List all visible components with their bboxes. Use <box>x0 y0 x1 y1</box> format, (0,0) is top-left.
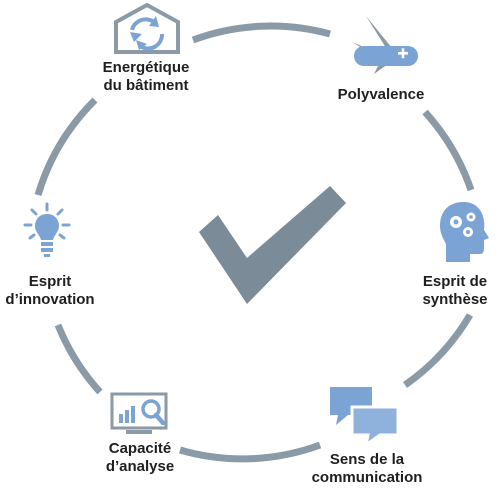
ring-segment-top <box>191 22 331 44</box>
swiss-knife-icon <box>352 16 418 74</box>
label-synthese: Esprit de synthèse <box>422 273 488 308</box>
house-recycle-icon <box>114 2 180 54</box>
ring-segment-lower-right <box>403 313 474 388</box>
ring-segment-upper-left <box>34 97 98 197</box>
ring-segment-bottom <box>179 441 322 463</box>
head-gears-icon <box>440 202 489 262</box>
label-innovation: Esprit d’innovation <box>5 273 95 308</box>
ring-segment-lower-left <box>54 323 103 395</box>
label-analyse: Capacité d’analyse <box>105 440 175 475</box>
checkmark-icon <box>199 186 346 304</box>
lightbulb-icon <box>23 202 71 257</box>
speech-bubbles-icon <box>330 387 400 447</box>
label-energetique: Energétique du bâtiment <box>102 59 190 94</box>
monitor-chart-magnifier-icon <box>110 392 168 434</box>
label-polyvalence: Polyvalence <box>337 86 425 103</box>
ring-segment-upper-right <box>422 109 475 192</box>
label-communication: Sens de la communication <box>311 451 423 486</box>
